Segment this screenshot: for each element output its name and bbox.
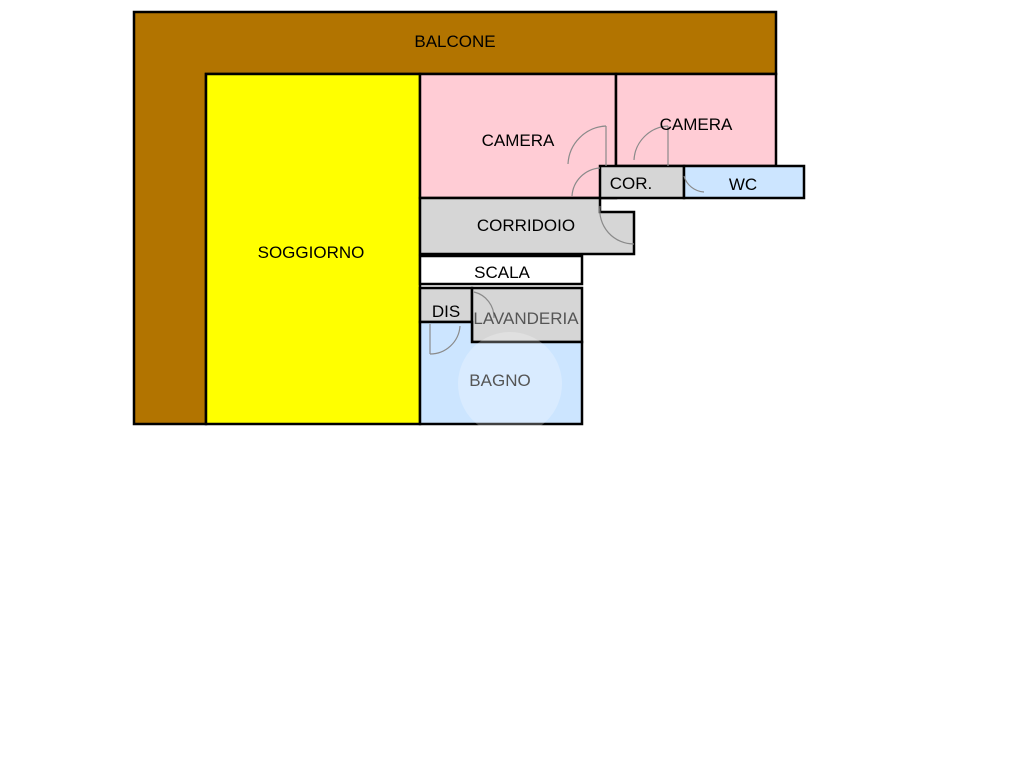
- room-bagno: [418, 320, 584, 426]
- label-bagno: BAGNO: [469, 371, 530, 390]
- label-camera-1: CAMERA: [482, 131, 555, 150]
- door-swings: [429, 125, 705, 355]
- room-scala: [418, 254, 584, 286]
- label-dis: DIS: [432, 302, 460, 321]
- room-wc: [682, 164, 806, 200]
- room-camera-1: [418, 72, 618, 200]
- label-balcone: BALCONE: [414, 32, 495, 51]
- label-wc: WC: [729, 175, 757, 194]
- room-cor: [598, 164, 686, 200]
- label-scala: SCALA: [474, 263, 530, 282]
- label-cor: COR.: [610, 174, 653, 193]
- label-corridoio: CORRIDOIO: [477, 216, 575, 235]
- label-camera-2: CAMERA: [660, 115, 733, 134]
- room-lavanderia: [470, 286, 584, 344]
- label-soggiorno: SOGGIORNO: [258, 243, 365, 262]
- room-soggiorno: [204, 72, 422, 426]
- watermark-circle: [458, 332, 562, 436]
- label-lavanderia: LAVANDERIA: [473, 309, 579, 328]
